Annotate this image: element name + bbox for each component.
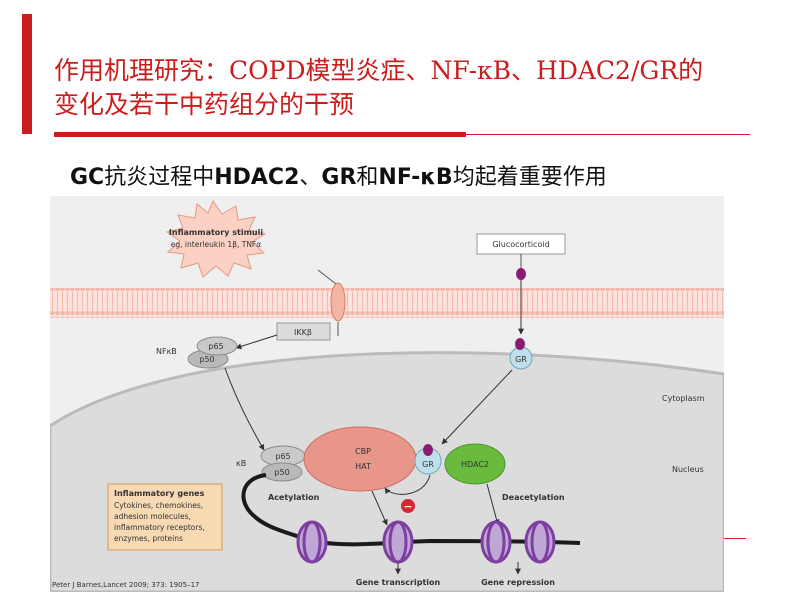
cytoplasm-label: Cytoplasm	[662, 394, 705, 403]
gene-repression-label: Gene repression	[481, 578, 555, 587]
subtitle-gr: GR	[321, 165, 357, 190]
gr-nuc-ligand	[423, 444, 433, 456]
nfkb-nuc-p50-label: p50	[274, 468, 289, 477]
subtitle-text-1: 抗炎过程中	[104, 165, 215, 190]
nfkb-translocation-arrow	[224, 367, 265, 451]
hdac2-enzyme	[444, 443, 506, 485]
glucocorticoid-label: Glucocorticoid	[492, 240, 549, 249]
stimuli-to-receptor-line	[317, 269, 337, 285]
inflammatory-genes-title: Inflammatory genes	[114, 489, 205, 498]
gr-cyto-ligand	[515, 338, 525, 350]
cbp-label: CBP	[355, 447, 371, 456]
gr-inhibition-loop	[384, 474, 431, 495]
subtitle-text-2: 均起着重要作用	[452, 165, 607, 190]
subtitle-nfkb: NF-κB	[378, 165, 453, 190]
cytokine-receptor	[330, 282, 346, 322]
inhibition-minus: −	[403, 500, 412, 513]
nfkb-nuc-p65-label: p65	[275, 452, 290, 461]
pathway-figure: Inflammatory stimuli eg, interleukin 1β,…	[48, 196, 726, 594]
nfkb-cyto-label: NFκB	[156, 347, 177, 356]
gr-nuc-label: GR	[422, 460, 434, 469]
glucocorticoid-molecule	[516, 268, 526, 280]
nucleus-label: Nucleus	[672, 465, 704, 474]
nucleosome-3	[480, 520, 512, 564]
hat-label: HAT	[355, 462, 371, 471]
subtitle-sep: 、	[299, 165, 322, 190]
ikkb-box	[276, 322, 331, 341]
right-divider	[724, 538, 746, 539]
inflammatory-genes-line4: enzymes, proteins	[114, 534, 183, 543]
nucleosome-4	[524, 520, 556, 564]
nucleosome-1	[296, 520, 328, 564]
ikkb-to-nfkb-arrow	[235, 334, 278, 350]
gr-translocation-arrow	[441, 369, 513, 445]
inflammatory-genes-line3: inflammatory receptors,	[114, 523, 205, 532]
inflammatory-genes-line2: adhesion molecules,	[114, 512, 191, 521]
hdac2-to-chromatin-arrow	[486, 483, 500, 526]
cbp-hat-complex	[303, 426, 417, 492]
subtitle-hdac2: HDAC2	[214, 165, 300, 190]
subtitle-and: 和	[356, 165, 379, 190]
hat-to-chromatin-arrow	[371, 490, 388, 526]
stimuli-subtitle: eg, interleukin 1β, TNFα	[171, 240, 261, 249]
deacetylation-label: Deacetylation	[502, 493, 565, 502]
stimuli-burst-shape	[165, 199, 267, 278]
nfkb-cyto-p65	[196, 336, 238, 356]
stimuli-title: Inflammatory stimuli	[169, 228, 263, 237]
slide-subtitle: GC抗炎过程中HDAC2、GR和NF-κB均起着重要作用	[70, 159, 607, 191]
title-underline-thin	[466, 134, 750, 135]
inflammatory-genes-line1: Cytokines, chemokines,	[114, 501, 203, 510]
pathway-diagram: Inflammatory stimuli eg, interleukin 1β,…	[48, 199, 726, 594]
slide-title-line1: 作用机理研究：COPD模型炎症、NF-κB、HDAC2/GR的	[54, 56, 704, 85]
gr-cyto-label: GR	[515, 355, 527, 364]
ikkb-label: IKKβ	[294, 328, 312, 337]
acetylation-label: Acetylation	[268, 493, 320, 502]
left-accent-bar	[22, 14, 32, 134]
figure-citation: Peter J Barnes,Lancet 2009; 373: 1905–17	[52, 581, 200, 589]
nfkb-cyto-p65-label: p65	[208, 342, 223, 351]
inflammatory-genes-box	[107, 483, 223, 551]
nfkb-nuc-p50	[261, 462, 303, 482]
nucleosome-2	[382, 520, 414, 564]
slide-title: 作用机理研究：COPD模型炎症、NF-κB、HDAC2/GR的 变化及若干中药组…	[54, 54, 784, 122]
kb-label: κB	[236, 459, 246, 468]
cell-membrane	[50, 288, 724, 318]
gene-transcription-label: Gene transcription	[356, 578, 441, 587]
title-underline-thick	[54, 132, 466, 137]
inhibition-symbol	[401, 499, 415, 513]
nfkb-cyto-p50-label: p50	[199, 355, 214, 364]
slide-title-line2: 变化及若干中药组分的干预	[54, 90, 355, 119]
subtitle-gc: GC	[70, 165, 105, 190]
hdac2-label: HDAC2	[461, 460, 489, 469]
